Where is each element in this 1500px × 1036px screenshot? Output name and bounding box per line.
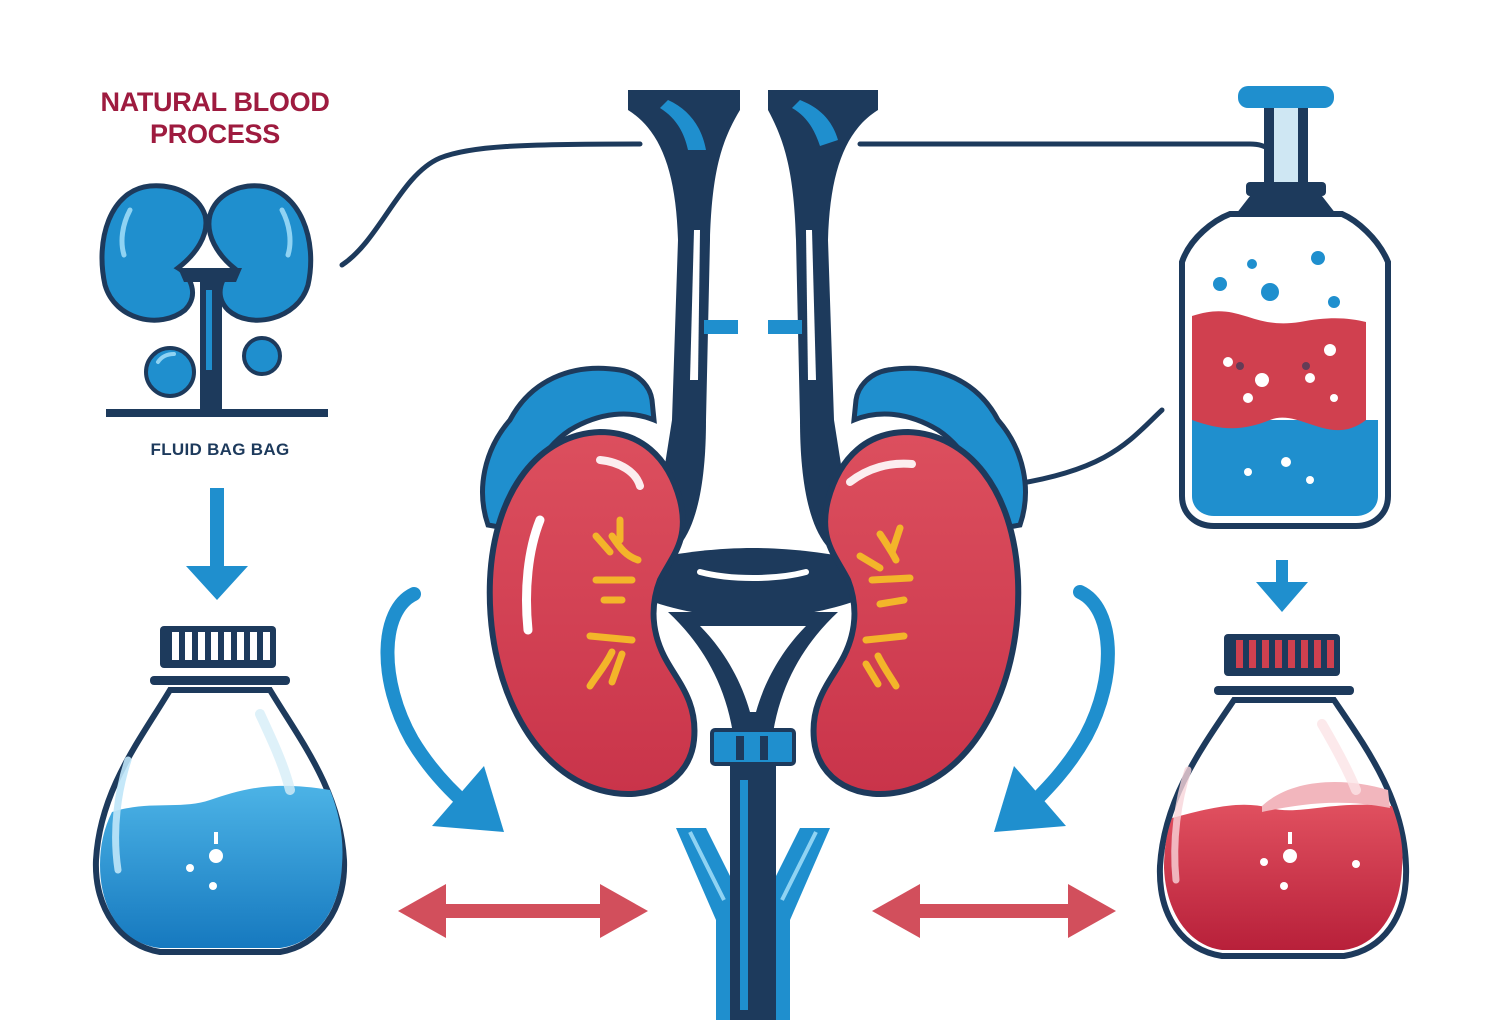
blue-fluid-bag-icon bbox=[92, 626, 348, 955]
down-arrow-icon bbox=[186, 488, 248, 600]
double-arrow-icon bbox=[398, 884, 648, 938]
iv-bottle-icon bbox=[1179, 86, 1391, 529]
red-blood-bag-icon bbox=[1156, 634, 1410, 959]
small-kidney-icon bbox=[99, 183, 314, 323]
diagram-title: NATURAL BLOOD PROCESS bbox=[100, 87, 330, 149]
diagram-caption: FLUID BAG BAG bbox=[150, 440, 290, 459]
filter-stand-icon bbox=[106, 268, 328, 417]
curved-arrow-icon bbox=[994, 766, 1066, 832]
curved-arrow-icon bbox=[1023, 585, 1115, 813]
curved-arrow-icon bbox=[432, 766, 504, 832]
central-kidney-pair-icon bbox=[480, 365, 1028, 797]
down-arrow-icon bbox=[1256, 560, 1308, 612]
curved-arrow-icon bbox=[380, 587, 475, 813]
double-arrow-icon bbox=[872, 884, 1116, 938]
aorta-vessel-icon bbox=[628, 90, 878, 1020]
